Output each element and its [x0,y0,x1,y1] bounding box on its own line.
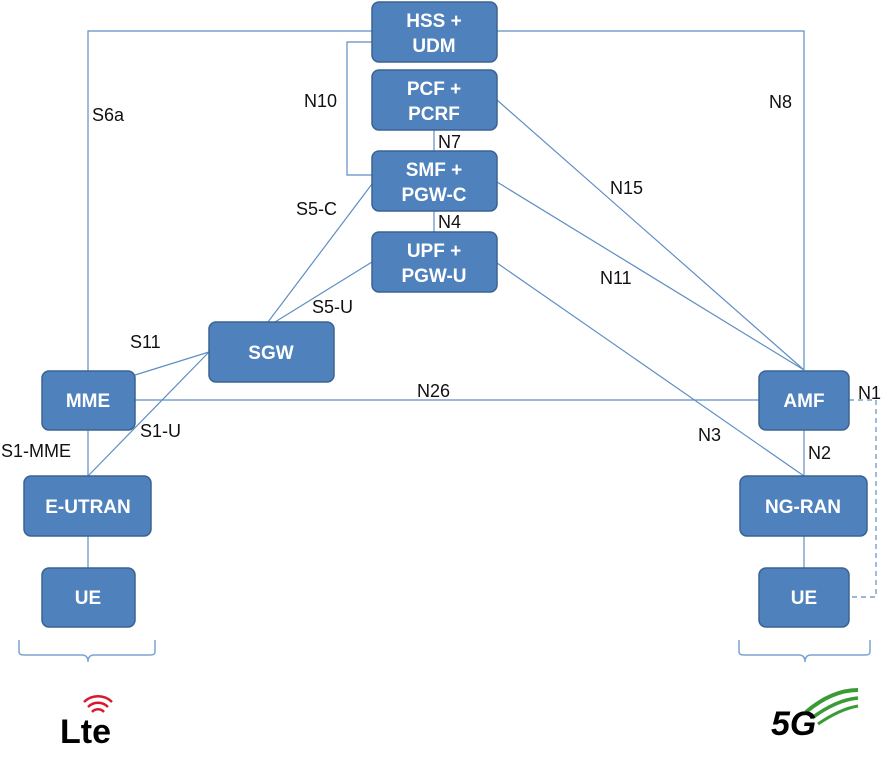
link-n3 [496,262,805,477]
lte-logo: Lte [60,695,113,751]
node-upf-line2: PGW-U [401,266,466,287]
label-n1: N1 [858,383,881,403]
link-s5u [274,261,373,323]
node-sgw-label: SGW [248,343,293,364]
node-eutran: E-UTRAN [23,475,152,537]
node-smf-pgwc: SMF + PGW-C [371,150,498,212]
label-s5u: S5-U [312,297,353,317]
node-hss-line1: HSS + [406,11,461,32]
interface-labels: S6a N10 N7 S5-C N4 S5-U S11 S1-U S1-MME … [1,91,881,463]
link-n15 [496,99,805,371]
label-n3: N3 [698,425,721,445]
label-n2: N2 [808,443,831,463]
label-n8: N8 [769,92,792,112]
label-s1mme: S1-MME [1,441,71,461]
link-s11 [134,351,210,376]
node-smf-line1: SMF + [406,160,462,181]
lte-logo-text: Lte [60,713,111,751]
node-upf-line1: UPF + [407,241,461,262]
link-s6a [87,30,372,372]
label-s1u: S1-U [140,421,181,441]
node-ue-lte: UE [41,567,136,628]
label-n4: N4 [438,212,461,232]
node-ue-5g: UE [758,567,850,628]
link-n10 [346,41,372,176]
link-s1u [87,351,210,477]
node-ngran-label: NG-RAN [765,497,841,518]
link-n1 [849,399,877,598]
link-n8 [497,30,805,370]
node-amf-label: AMF [783,391,824,412]
node-pcf-pcrf: PCF + PCRF [371,69,498,131]
link-n11 [496,181,805,371]
label-s11: S11 [130,332,161,352]
label-n15: N15 [610,178,643,198]
5g-logo-text: 5G [771,705,816,743]
lte-group-brace [18,640,156,663]
node-eutran-label: E-UTRAN [45,497,131,518]
5g-logo: 5G [771,688,859,743]
node-sgw: SGW [208,321,335,383]
node-mme: MME [41,370,136,431]
label-n11: N11 [600,268,632,288]
5g-group-brace [738,640,871,663]
label-n7: N7 [438,132,461,152]
node-hss-udm: HSS + UDM [371,1,498,63]
node-pcf-line2: PCRF [408,104,460,125]
connections [87,30,877,598]
node-ue-5g-label: UE [791,588,817,609]
node-amf: AMF [758,370,850,431]
label-n10: N10 [304,91,337,111]
node-ngran: NG-RAN [739,475,868,537]
node-smf-line2: PGW-C [401,185,466,206]
node-ue-lte-label: UE [75,588,101,609]
node-upf-pgwu: UPF + PGW-U [371,231,498,293]
label-s6a: S6a [92,105,125,125]
node-mme-label: MME [66,391,110,412]
node-pcf-line1: PCF + [407,79,461,100]
node-hss-line2: UDM [412,36,455,57]
label-s5c: S5-C [296,199,337,219]
label-n26: N26 [417,381,450,401]
link-s5c [267,183,373,323]
